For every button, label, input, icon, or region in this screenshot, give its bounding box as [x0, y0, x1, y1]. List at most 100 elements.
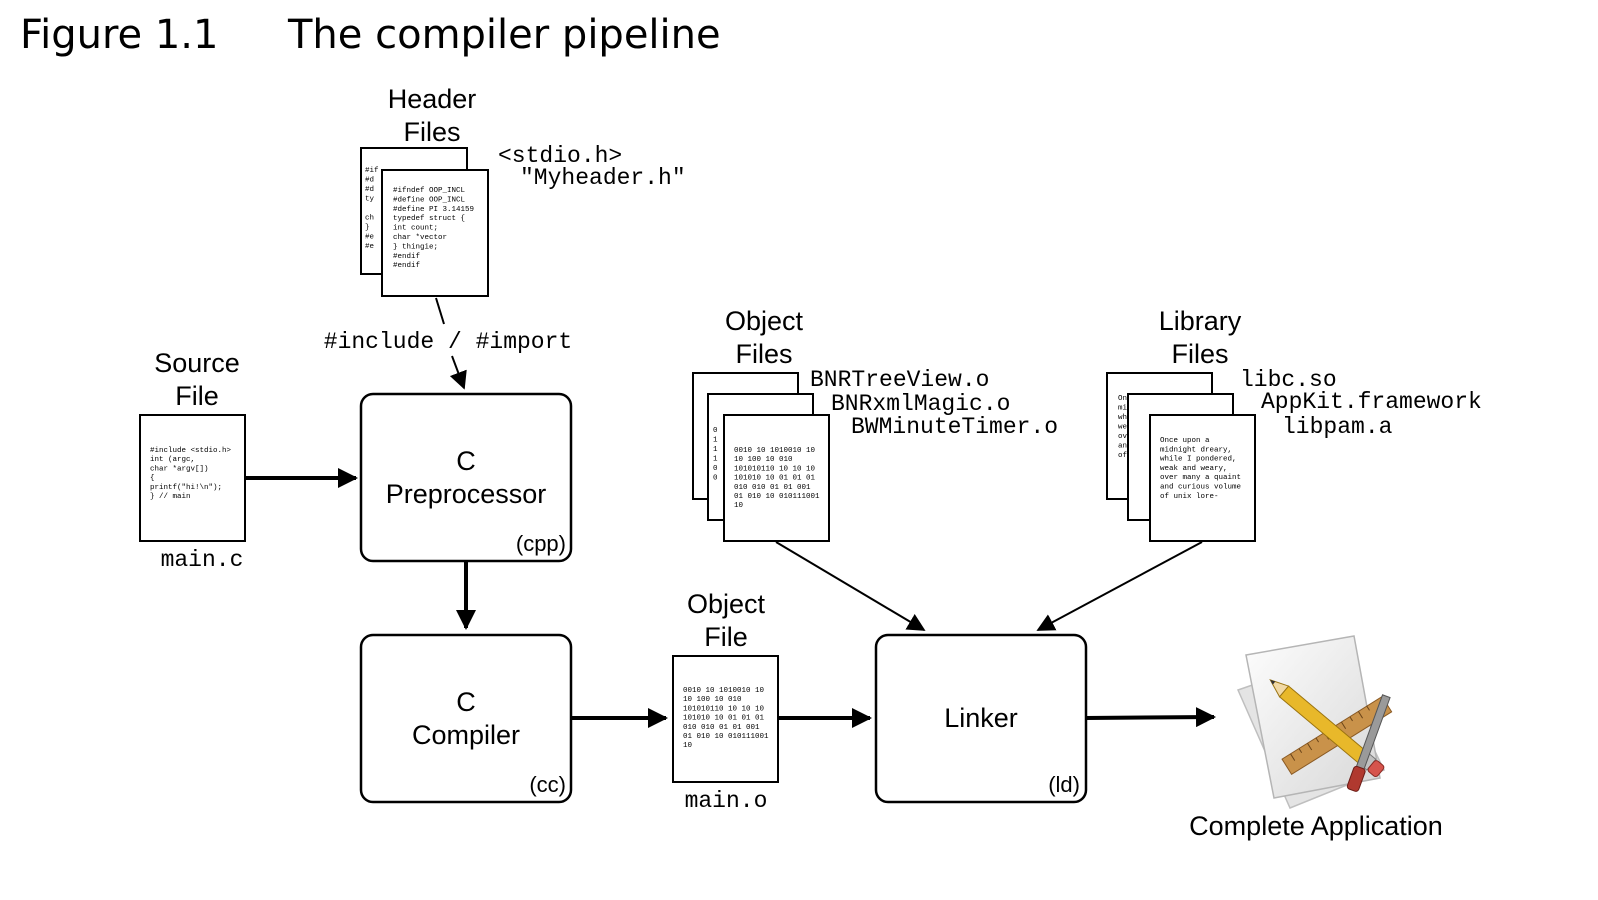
header-back-code-line: #d — [365, 177, 374, 185]
source-filename: main.c — [161, 547, 244, 573]
object-files-back-line: 0 — [713, 465, 718, 473]
object-files-back-line: 1 — [713, 446, 718, 454]
library-name-1: libc.so — [1240, 367, 1337, 393]
source-file-label-1: Source — [154, 348, 240, 378]
linker-tag: (ld) — [1048, 772, 1080, 797]
object-filename: main.o — [685, 788, 768, 814]
header-code-line: #define OOP_INCL — [393, 196, 466, 204]
header-code-line: #define PI 3.14159 — [393, 206, 474, 214]
preprocessor-line2: Preprocessor — [386, 479, 547, 509]
object-bits-line: 101010110 10 10 10 — [683, 705, 765, 713]
library-back-line: wh — [1118, 414, 1127, 422]
library-text-line: of unix lore- — [1160, 493, 1219, 501]
library-back-line: an — [1118, 443, 1127, 451]
compiler-line2: Compiler — [412, 720, 520, 750]
library-text-line: over many a quaint — [1160, 474, 1241, 482]
header-name-myheader: "Myheader.h" — [520, 165, 686, 191]
library-name-2: AppKit.framework — [1261, 389, 1482, 415]
library-files-label-1: Library — [1159, 306, 1242, 336]
preprocessor-line1: C — [456, 446, 476, 476]
library-name-3: libpam.a — [1282, 414, 1393, 440]
header-back-code-line: #e — [365, 243, 374, 251]
arrow-linker-to-app — [1085, 707, 1216, 728]
object-files-bits-line: 101010 10 01 01 01 — [734, 475, 816, 483]
compiler-box: C Compiler (cc) — [359, 633, 573, 804]
object-bits-line: 01 010 10 010111001 — [683, 733, 769, 741]
header-code-line: } thingie; — [393, 243, 438, 251]
preprocessor-tag: (cpp) — [516, 531, 566, 556]
source-code-line: int (argc, — [150, 456, 195, 464]
object-files-back-line: 1 — [713, 456, 718, 464]
object-files-doc-3 — [723, 414, 830, 542]
object-file-label-2: File — [704, 622, 748, 652]
header-code-line: #endif — [393, 253, 421, 261]
source-code-line: } // main — [150, 493, 191, 501]
library-text-line: Once upon a — [1160, 437, 1210, 445]
header-back-code-line: } — [365, 224, 370, 232]
object-bits-line: 10 — [683, 742, 693, 750]
object-bits-line: 0010 10 1010010 10 — [683, 687, 765, 695]
library-files-label-2: Files — [1171, 339, 1228, 369]
header-back-code-line: #d — [365, 186, 374, 194]
header-file-doc-front — [381, 169, 489, 297]
library-back-line: mi — [1118, 405, 1128, 413]
preprocessor-rect — [359, 392, 573, 563]
header-code-line: #ifndef OOP_INCL — [393, 187, 466, 195]
object-bits: 0010 10 1010010 1010 100 10 010101010110… — [683, 687, 769, 750]
object-files-group: Object Files 011100 0010 10 1010010 1010… — [692, 306, 1058, 542]
source-code-line: printf("hi!\n"); — [150, 484, 222, 492]
object-bits-line: 10 100 10 010 — [683, 696, 742, 704]
source-code-line: char *argv[]) — [150, 465, 209, 473]
object-files-bits-line: 10 — [734, 502, 744, 510]
header-back-code-line: #if — [365, 167, 379, 175]
object-files-bits-line: 010 010 01 01 001 — [734, 484, 811, 492]
object-bits-line: 101010 10 01 01 01 — [683, 715, 765, 723]
object-bits-line: 010 010 01 01 001 — [683, 724, 760, 732]
header-code-line: int count; — [393, 225, 438, 233]
object-files-back-line: 0 — [713, 427, 718, 435]
object-files-bits: 0010 10 1010010 1010 100 10 010101010110… — [734, 447, 820, 510]
library-text-line: while I pondered, — [1160, 456, 1237, 464]
object-files-bits-line: 0010 10 1010010 10 — [734, 447, 816, 455]
source-code-line: { — [150, 475, 155, 483]
source-file-group: Source File #include <stdio.h>int (argc,… — [139, 348, 246, 573]
object-files-back-bits: 011100 — [713, 427, 718, 483]
header-code-line: #endif — [393, 262, 421, 270]
object-file-label-1: Object — [687, 589, 766, 619]
object-files-bits-line: 10 100 10 010 — [734, 456, 793, 464]
object-file-group: Object File 0010 10 1010010 1010 100 10 … — [672, 589, 779, 814]
header-code-line: typedef struct { — [393, 215, 465, 223]
library-text-line: midnight dreary, — [1160, 446, 1232, 454]
header-back-code-line: ch — [365, 215, 374, 223]
header-code-line: char *vector — [393, 234, 447, 242]
complete-application-label: Complete Application — [1189, 811, 1443, 841]
object-files-name-3: BWMinuteTimer.o — [851, 414, 1058, 440]
include-connector — [435, 297, 445, 325]
library-text-line: weak and weary, — [1160, 465, 1228, 473]
preprocessor-box: C Preprocessor (cpp) — [359, 392, 573, 563]
linker-label: Linker — [944, 703, 1018, 733]
arrow-library-to-linker — [1036, 541, 1203, 631]
xcode-app-icon — [1236, 635, 1393, 809]
library-doc-3 — [1149, 414, 1256, 542]
object-files-label-1: Object — [725, 306, 804, 336]
header-name-stdio: <stdio.h> — [498, 143, 622, 169]
compiler-line1: C — [456, 687, 476, 717]
library-back-line: of — [1118, 452, 1128, 460]
arrow-objects-to-linker — [775, 541, 926, 631]
source-code: #include <stdio.h>int (argc, char *argv[… — [150, 447, 232, 501]
include-import-label: #include / #import — [324, 329, 572, 355]
linker-rect — [874, 633, 1088, 804]
object-files-name-1: BNRTreeView.o — [810, 367, 989, 393]
header-files-label-2: Files — [403, 117, 460, 147]
object-files-bits-line: 01 010 10 010111001 — [734, 493, 820, 501]
object-files-name-2: BNRxmlMagic.o — [831, 391, 1010, 417]
object-files-label-2: Files — [735, 339, 792, 369]
source-file-doc — [139, 414, 246, 542]
